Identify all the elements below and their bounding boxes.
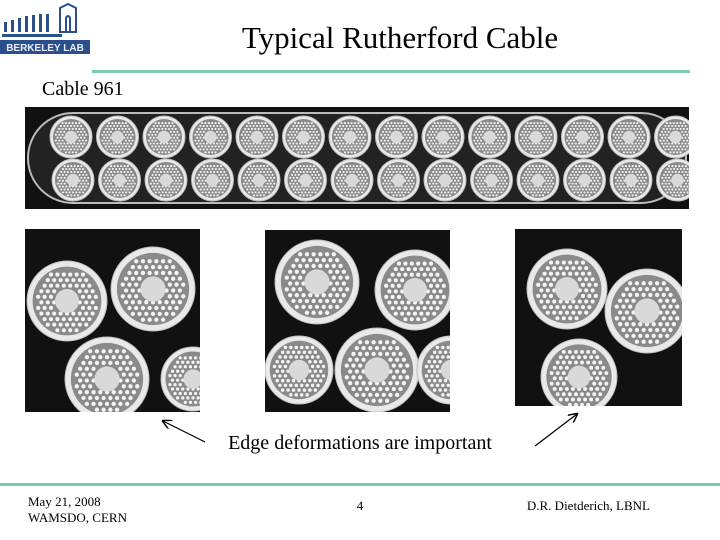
strand-cross-section <box>468 115 511 159</box>
edge-detail-photo-right <box>515 229 682 406</box>
strand-cross-section <box>274 239 360 325</box>
strand-cross-section <box>265 335 334 405</box>
footer-divider <box>0 483 720 486</box>
strand-cross-section <box>284 158 327 202</box>
slide-title: Typical Rutherford Cable <box>241 20 559 55</box>
strand-cross-section <box>374 249 450 331</box>
strand-cross-section <box>189 115 232 159</box>
page-number: 4 <box>356 498 364 513</box>
cable-cross-section-photo <box>25 107 689 209</box>
strand-cross-section <box>470 158 513 202</box>
strand-cross-section <box>51 158 95 202</box>
svg-text:BERKELEY LAB: BERKELEY LAB <box>6 43 84 54</box>
footer-date: May 21, 2008 <box>28 494 101 509</box>
strand-cross-section <box>423 158 467 202</box>
strand-cross-section <box>377 158 420 202</box>
edge-detail-photo-middle <box>265 230 450 412</box>
strand-cross-section <box>416 335 450 405</box>
strand-cross-section <box>604 268 682 354</box>
strand-cross-section <box>64 336 150 412</box>
cable-label: Cable 961 <box>42 78 124 100</box>
footer-author: D.R. Dietderich, LBNL <box>526 498 650 513</box>
title-divider <box>92 70 690 73</box>
footer-event: WAMSDO, CERN <box>28 510 127 525</box>
strand-cross-section <box>609 158 653 202</box>
strand-cross-section <box>656 158 689 202</box>
strand-cross-section <box>191 158 234 202</box>
berkeley-lab-logo: BERKELEY LAB <box>0 0 92 56</box>
footer-date-venue: May 21, 2008 WAMSDO, CERN <box>28 494 127 526</box>
strand-cross-section <box>235 115 279 159</box>
strand-cross-section <box>26 260 108 342</box>
strand-cross-section <box>514 115 558 159</box>
strand-cross-section <box>421 115 465 159</box>
strand-cross-section <box>561 115 604 159</box>
strand-cross-section <box>330 158 374 202</box>
strand-cross-section <box>282 115 325 159</box>
strand-cross-section <box>49 115 93 159</box>
edge-detail-photo-left <box>25 229 200 412</box>
strand-cross-section <box>328 115 372 159</box>
strand-cross-section <box>237 158 281 202</box>
strand-cross-section <box>142 115 186 159</box>
strand-cross-section <box>160 346 200 412</box>
strand-cross-section <box>607 115 651 159</box>
strand-cross-section <box>563 158 606 202</box>
strand-cross-section <box>516 158 560 202</box>
strand-cross-section <box>110 246 196 332</box>
strand-cross-section <box>526 248 608 330</box>
strand-cross-section <box>96 115 139 159</box>
strand-cross-section <box>654 115 689 159</box>
strand-cross-section <box>98 158 141 202</box>
strand-cross-section <box>144 158 188 202</box>
strand-cross-section <box>334 327 420 412</box>
strand-cross-section <box>375 115 418 159</box>
strand-cross-section <box>540 338 618 406</box>
edge-deformation-caption: Edge deformations are important <box>228 432 492 454</box>
